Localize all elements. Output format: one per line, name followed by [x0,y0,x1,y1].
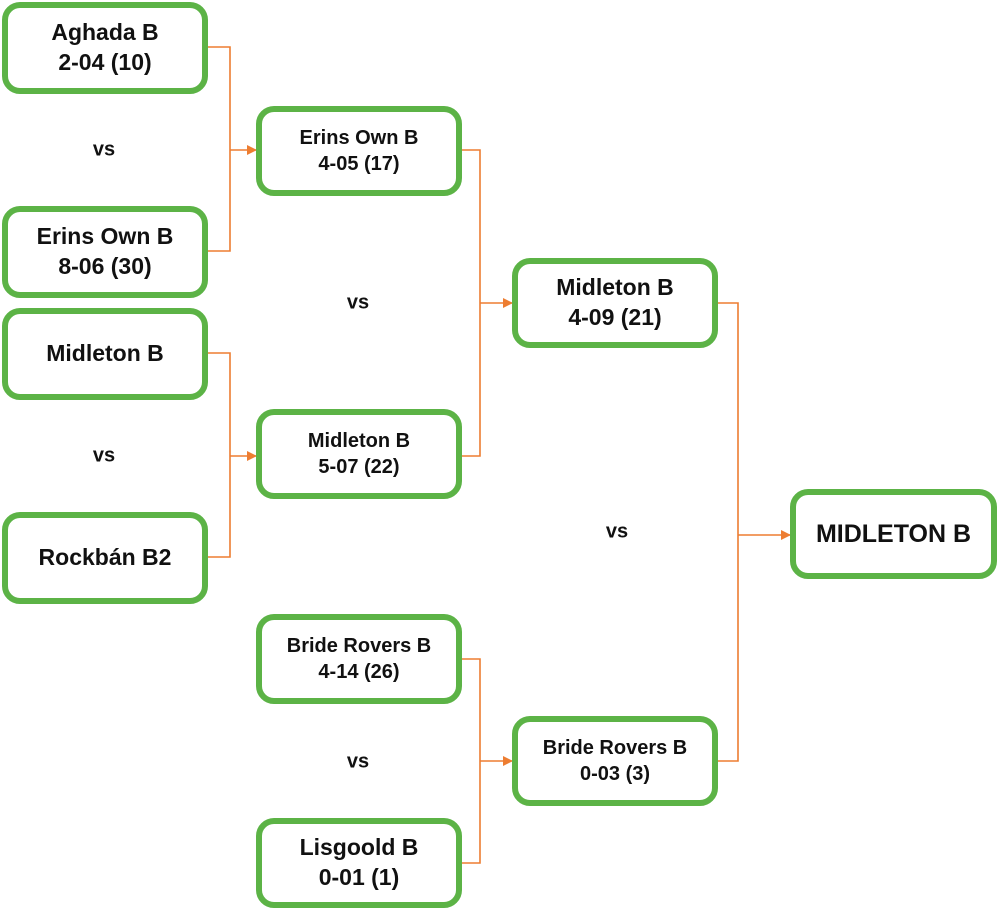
connector-midleton-rockban [208,352,231,558]
vs-label: vs [346,750,370,773]
team-name: Midleton B [46,340,164,367]
team-box-midleton-b-semi: Midleton B 4-09 (21) [512,258,718,348]
team-box-erins-own-b: Erins Own B 8-06 (30) [2,206,208,298]
team-score: 4-09 (21) [568,304,662,330]
team-name: Rockbán B2 [38,544,172,571]
vs-label: vs [346,291,370,314]
connector-aghada-erins [208,46,231,252]
team-score: 0-01 (1) [318,864,400,890]
team-box-erins-own-b-r2: Erins Own B 4-05 (17) [256,106,462,196]
team-box-bride-rovers-b: Bride Rovers B 4-14 (26) [256,614,462,704]
vs-label: vs [92,444,116,467]
team-box-aghada-b: Aghada B 2-04 (10) [2,2,208,94]
team-score: 4-05 (17) [318,153,400,175]
team-box-lisgoold-b: Lisgoold B 0-01 (1) [256,818,462,908]
team-name: Erins Own B [36,223,174,250]
vs-label: vs [605,520,629,543]
team-box-bride-rovers-b-semi: Bride Rovers B 0-03 (3) [512,716,718,806]
team-name: Bride Rovers B [542,737,688,759]
connector-semis [718,302,739,762]
team-score: 8-06 (30) [58,253,152,279]
connector-bride-lisgoold [462,658,481,864]
team-name: Midleton B [307,430,411,452]
team-box-midleton-b: Midleton B [2,308,208,400]
vs-label: vs [92,138,116,161]
team-box-midleton-b-r2: Midleton B 5-07 (22) [256,409,462,499]
team-name: Lisgoold B [299,834,419,861]
team-score: 5-07 (22) [318,456,400,478]
team-name: Aghada B [51,19,159,46]
team-score: 2-04 (10) [58,49,152,75]
team-name: Midleton B [556,274,674,301]
team-name: Erins Own B [299,127,419,149]
winner-box: MIDLETON B [790,489,997,579]
connector-erins-midleton [462,149,481,457]
team-box-rockban-b2: Rockbán B2 [2,512,208,604]
team-score: 0-03 (3) [579,763,651,785]
team-score: 4-14 (26) [318,661,400,683]
winner-name: MIDLETON B [815,519,972,548]
team-name: Bride Rovers B [286,635,432,657]
